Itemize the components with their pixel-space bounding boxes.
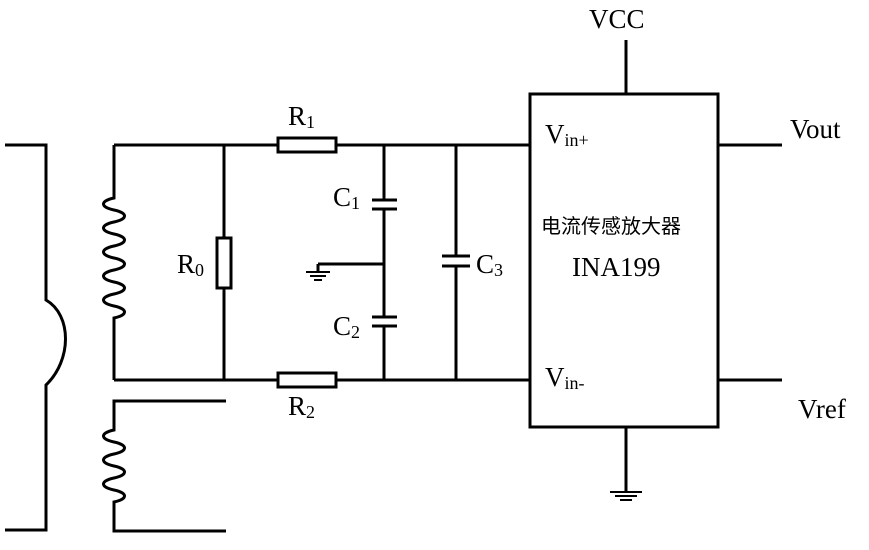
chip-name-cn: 电流传感放大器	[541, 214, 681, 238]
r1-label: R1	[288, 101, 315, 132]
resistor-r1	[276, 136, 338, 154]
vref-label: Vref	[798, 394, 846, 424]
c3-label: C3	[476, 249, 503, 280]
r2-label: R2	[288, 391, 315, 422]
pickup-coil-upper	[102, 145, 126, 380]
vcc-label: VCC	[589, 4, 645, 34]
r0-label: R0	[177, 249, 204, 280]
ground-symbol-ic	[610, 491, 642, 501]
chip-part-number: INA199	[572, 252, 661, 282]
vin-minus-label: Vin-	[545, 362, 585, 393]
c1-label: C1	[333, 182, 360, 213]
resistor-r0	[215, 236, 233, 290]
vout-label: Vout	[790, 114, 841, 144]
resistor-r2	[276, 371, 338, 389]
vin-plus-label: Vin+	[545, 119, 589, 150]
amplifier-ic-box	[528, 92, 720, 429]
conductor-path	[5, 143, 67, 532]
ground-symbol-caps	[306, 264, 330, 281]
c2-label: C2	[333, 311, 360, 342]
pickup-coil-lower	[102, 399, 226, 533]
